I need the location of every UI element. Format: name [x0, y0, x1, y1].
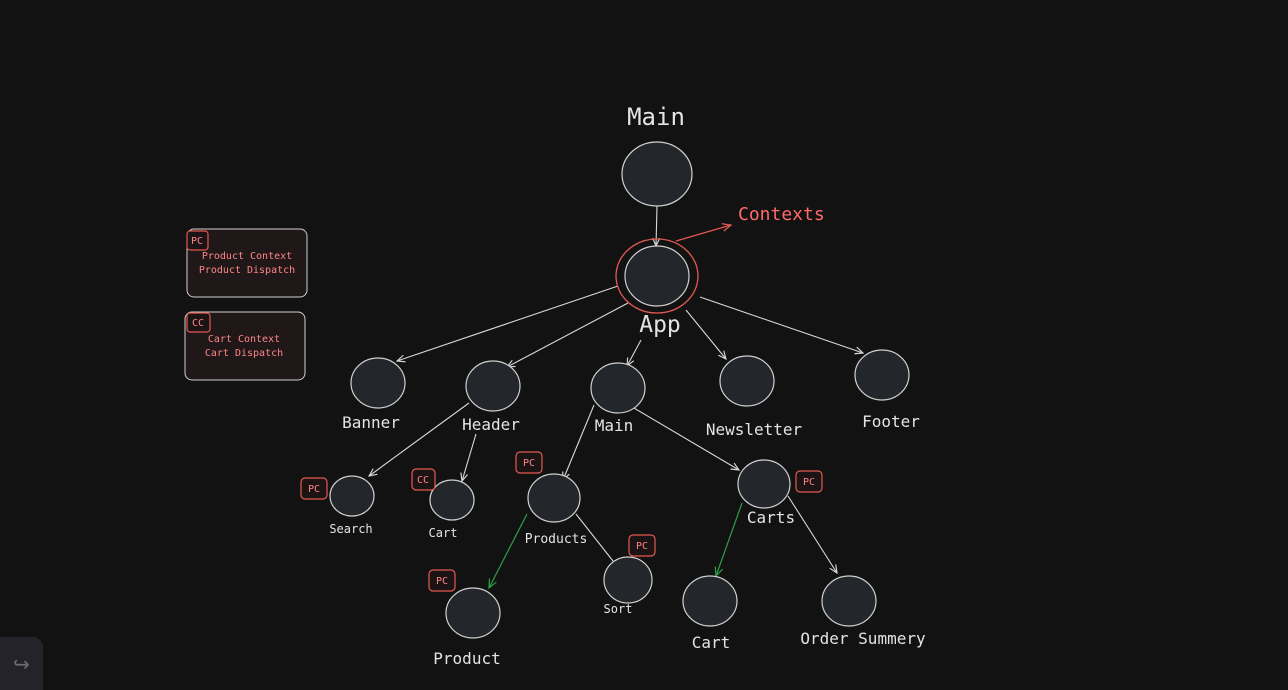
node-newsletter[interactable]: [719, 355, 775, 407]
node-product[interactable]: [445, 587, 501, 639]
svg-text:CC: CC: [417, 475, 429, 486]
badge-header-cart-cc: CC: [411, 468, 436, 491]
node-footer[interactable]: [854, 349, 910, 401]
node-labels: Main Contexts App Banner Header Main New…: [329, 103, 926, 668]
edge-header-cart: [462, 433, 477, 481]
node-header[interactable]: [465, 360, 521, 412]
edge-main-app: [656, 205, 657, 246]
node-search[interactable]: [329, 475, 375, 517]
legend-product-context: PC Product Context Product Dispatch: [186, 228, 308, 298]
label-products: Products: [525, 532, 588, 547]
badge-products-pc: PC: [515, 451, 543, 474]
legend-cart-line2: Cart Dispatch: [205, 348, 283, 359]
nodes: [329, 141, 910, 639]
edge-products-product: [489, 513, 528, 588]
edge-products-sort: [575, 513, 614, 562]
edge-app-banner: [397, 285, 619, 361]
node-products[interactable]: [527, 473, 581, 523]
badge-carts-pc: PC: [795, 470, 823, 493]
legend-cart-badge: CC: [192, 318, 204, 329]
redo-arrow-icon: ↪: [13, 651, 30, 676]
label-header: Header: [462, 415, 520, 434]
svg-text:PC: PC: [308, 484, 320, 495]
edge-carts-cart: [716, 502, 743, 576]
svg-text:PC: PC: [436, 576, 448, 587]
label-header-cart: Cart: [429, 526, 458, 540]
edges: [369, 205, 863, 588]
badge-search-pc: PC: [300, 477, 328, 500]
label-banner: Banner: [342, 413, 400, 432]
edge-main-carts: [633, 407, 739, 470]
edge-app-newsletter: [685, 309, 726, 359]
label-carts: Carts: [747, 508, 795, 527]
edge-app-header: [507, 302, 629, 367]
svg-text:PC: PC: [636, 541, 648, 552]
app-context-ring: [615, 238, 699, 314]
legend-product-line2: Product Dispatch: [199, 265, 295, 276]
label-sort: Sort: [604, 602, 633, 616]
node-main-root[interactable]: [621, 141, 693, 207]
label-contexts: Contexts: [738, 204, 825, 225]
label-main-root: Main: [627, 103, 685, 131]
edge-carts-order-summary: [787, 495, 837, 573]
edge-app-contexts: [675, 225, 731, 242]
context-badges: PC CC PC PC PC PC: [300, 451, 823, 592]
label-footer: Footer: [862, 412, 920, 431]
node-banner[interactable]: [350, 357, 406, 409]
legend-product-line1: Product Context: [202, 251, 292, 262]
node-header-cart[interactable]: [429, 479, 475, 521]
node-main[interactable]: [590, 362, 646, 414]
badge-sort-pc: PC: [628, 534, 656, 557]
legend-cart-line1: Cart Context: [208, 334, 280, 345]
badge-product-pc: PC: [428, 569, 456, 592]
edge-main-products: [563, 404, 595, 480]
label-search: Search: [329, 522, 372, 536]
edge-header-search: [369, 402, 470, 476]
label-carts-cart: Cart: [692, 633, 731, 652]
node-carts-cart[interactable]: [682, 575, 738, 627]
svg-text:PC: PC: [803, 477, 815, 488]
edge-app-footer: [699, 296, 863, 353]
svg-text:PC: PC: [523, 458, 535, 469]
legend-cart-context: CC Cart Context Cart Dispatch: [184, 311, 306, 381]
label-order-summary: Order Summery: [800, 629, 926, 648]
node-order-summary[interactable]: [821, 575, 877, 627]
redo-button[interactable]: ↪: [0, 637, 43, 690]
node-app[interactable]: [624, 245, 690, 307]
node-sort[interactable]: [603, 556, 653, 604]
node-carts[interactable]: [737, 459, 791, 509]
label-main: Main: [595, 416, 634, 435]
legend-product-badge: PC: [191, 236, 203, 247]
edge-app-main: [627, 339, 642, 366]
legend: PC Product Context Product Dispatch CC C…: [184, 228, 308, 381]
label-app: App: [639, 312, 681, 338]
label-product: Product: [433, 649, 500, 668]
label-newsletter: Newsletter: [706, 420, 803, 439]
